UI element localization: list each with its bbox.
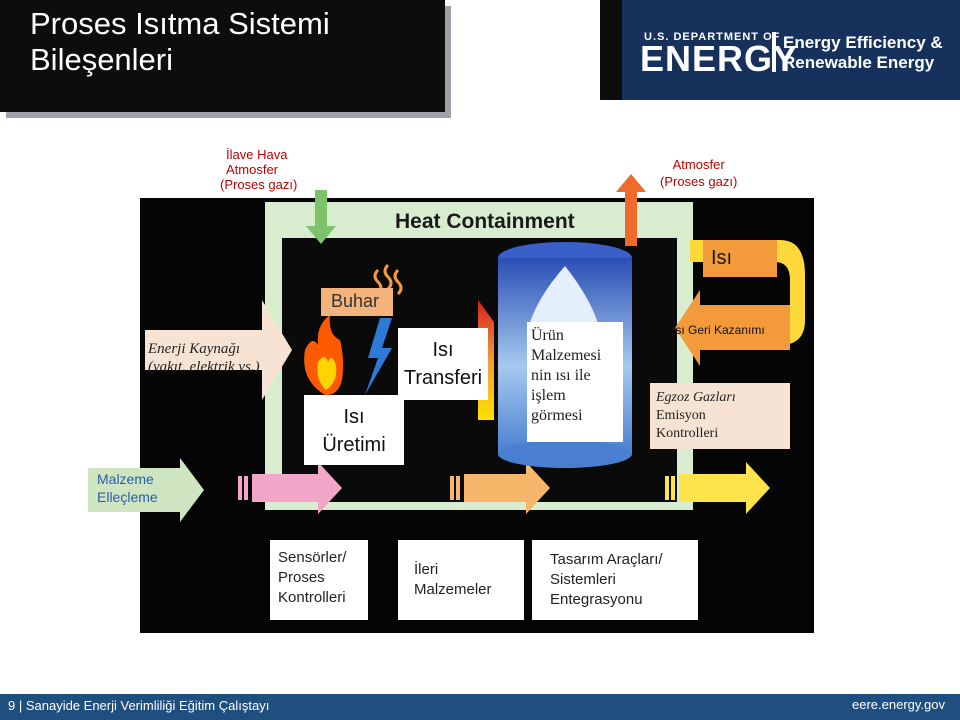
isi-uretimi-line-1: Isı xyxy=(343,406,365,428)
product-cylinder-bottom xyxy=(498,440,632,468)
geri-kazanim-label: Isı Geri Kazanımı xyxy=(672,323,765,337)
doe-logo-eere: Energy Efficiency & Renewable Energy xyxy=(783,33,943,73)
isi-top-label: Isı xyxy=(711,247,733,269)
tasarim-line-2: Sistemleri xyxy=(550,571,616,588)
malzeme-elleclem-label: Malzeme Elleçleme xyxy=(97,470,158,506)
enerji-line-1: Enerji Kaynağı xyxy=(148,341,241,357)
egzoz-box: Egzoz Gazları Emisyon Kontrolleri xyxy=(650,383,790,449)
heat-containment-title: Heat Containment xyxy=(395,210,575,233)
isi-transferi-line-2: Transferi xyxy=(403,367,483,389)
isi-uretimi-line-2: Üretimi xyxy=(322,434,386,456)
isi-transferi-line-1: Isı xyxy=(432,339,454,361)
flow-tick xyxy=(665,476,669,500)
heat-recovery-arrow xyxy=(675,290,790,366)
isi-transferi-box: Isı Transferi xyxy=(398,328,488,400)
product-highlight xyxy=(528,266,600,330)
flow-arrow-orange xyxy=(464,462,550,514)
ilave-line-3: (Proses gazı) xyxy=(220,177,298,192)
sensor-line-3: Kontrolleri xyxy=(278,589,346,606)
footer-right[interactable]: eere.energy.gov xyxy=(852,697,945,712)
footer-left: 9 | Sanayide Enerji Verimliliği Eğitim Ç… xyxy=(8,698,270,713)
sensor-box: Sensörler/ Proses Kontrolleri xyxy=(270,540,368,620)
doe-logo-panel xyxy=(622,0,960,100)
ilave-hava-label: İlave Hava Atmosfer (Proses gazı) xyxy=(220,147,297,192)
enerji-kaynagi-label: Enerji Kaynağı (yakıt, elektrik vs.) xyxy=(148,340,260,376)
flow-tick xyxy=(450,476,454,500)
egzoz-line-1: Egzoz Gazları xyxy=(656,390,736,405)
sensor-line-2: Proses xyxy=(278,569,325,586)
doe-logo-divider xyxy=(772,32,776,72)
steam-icon xyxy=(393,268,403,296)
ileri-line-2: Malzemeler xyxy=(414,581,492,598)
doe-logo-eere-line1: Energy Efficiency & xyxy=(783,33,943,52)
exhaust-out-arrow xyxy=(616,174,646,246)
flow-tick xyxy=(244,476,248,500)
flow-tick xyxy=(456,476,460,500)
urun-line-3: nin ısı ile xyxy=(531,367,591,384)
enerji-line-2: (yakıt, elektrik vs.) xyxy=(148,359,260,375)
tasarim-line-1: Tasarım Araçları/ xyxy=(550,551,663,568)
flame-core-icon xyxy=(317,357,337,390)
egzoz-line-2: Emisyon xyxy=(656,408,706,423)
material-handling-arrow xyxy=(88,458,204,522)
lightning-icon xyxy=(365,318,392,395)
atmos-line-2: (Proses gazı) xyxy=(660,174,738,189)
tasarim-box: Tasarım Araçları/ Sistemleri Entegrasyon… xyxy=(532,540,698,620)
buhar-label: Buhar xyxy=(331,291,380,311)
urun-line-5: görmesi xyxy=(531,407,583,424)
doe-logo-eere-line2: Renewable Energy xyxy=(783,53,935,72)
urun-box: Ürün Malzemesi nin ısı ile işlem görmesi xyxy=(527,322,623,442)
title-banner xyxy=(0,0,445,112)
egzoz-line-3: Kontrolleri xyxy=(656,426,719,441)
sensor-line-1: Sensörler/ xyxy=(278,549,347,566)
title-line-1: Proses Isıtma Sistemi xyxy=(30,6,330,41)
tasarim-line-3: Entegrasyonu xyxy=(550,591,643,608)
title-line-2: Bileşenleri xyxy=(30,42,174,77)
flow-arrow-yellow xyxy=(679,462,770,514)
atmosfer-label: Atmosfer (Proses gazı) xyxy=(660,156,737,190)
urun-line-2: Malzemesi xyxy=(531,347,602,364)
air-in-arrow xyxy=(306,190,336,244)
flow-tick xyxy=(238,476,242,500)
ilave-line-1: İlave Hava xyxy=(226,147,288,162)
ileri-malzemeler-box: İleri Malzemeler xyxy=(398,540,524,620)
page-title: Proses Isıtma Sistemi Bileşenleri xyxy=(30,6,330,78)
malzeme-line-1: Malzeme xyxy=(97,471,154,487)
doe-logo-dept: U.S. DEPARTMENT OF xyxy=(644,31,781,43)
ilave-line-2: Atmosfer xyxy=(226,162,279,177)
doe-logo-energy: ENERGY xyxy=(640,38,799,79)
buhar-badge: Buhar xyxy=(321,288,393,316)
urun-line-1: Ürün xyxy=(531,327,564,344)
flow-tick xyxy=(671,476,675,500)
malzeme-line-2: Elleçleme xyxy=(97,489,158,505)
steam-icon xyxy=(383,263,393,291)
atmos-line-1: Atmosfer xyxy=(672,157,725,172)
footer-bar xyxy=(0,694,960,720)
energy-source-arrow xyxy=(145,300,292,400)
urun-line-4: işlem xyxy=(531,387,566,404)
isi-top-badge: Isı xyxy=(703,240,777,277)
isi-uretimi-box: Isı Üretimi xyxy=(304,395,404,465)
ileri-line-1: İleri xyxy=(414,561,439,578)
flow-arrow-pink xyxy=(252,462,342,514)
